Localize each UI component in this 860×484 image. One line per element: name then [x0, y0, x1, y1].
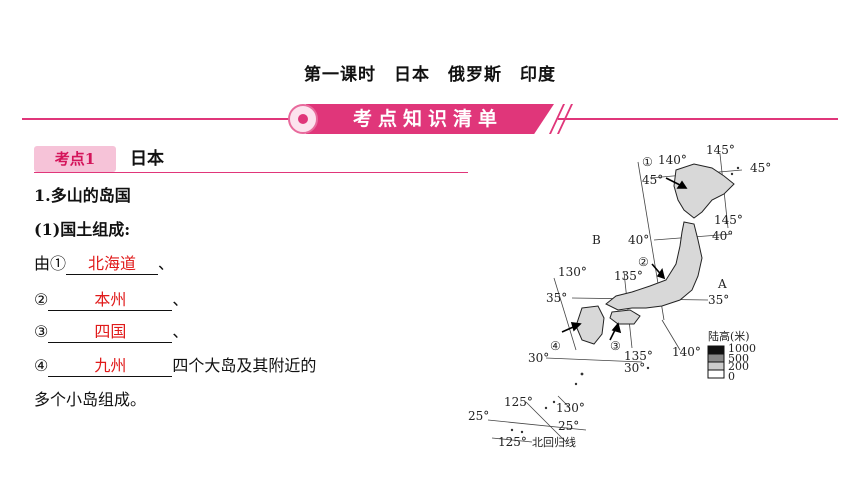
legend-level-1000: 1000: [728, 342, 756, 355]
legend-level-0: 0: [728, 370, 735, 383]
kyushu-shape: [575, 305, 605, 345]
label-lat25-left: 25°: [468, 409, 489, 423]
label-lat40-right: 40°: [712, 229, 733, 243]
label-lat30-mid: 30°: [624, 361, 645, 375]
elevation-legend: 陆高(米) 1000 500 200 0: [707, 329, 756, 383]
label-b: B: [592, 233, 601, 247]
item-suffix: 、: [172, 322, 189, 341]
label-tropic: 北回归线: [532, 435, 576, 449]
label-lon140-bottom: 140°: [672, 345, 701, 359]
legend-title: 陆高(米): [708, 329, 750, 343]
label-n1: ①: [642, 155, 653, 169]
label-lon145-top: 145°: [706, 143, 735, 157]
label-lat35-left: 35°: [546, 291, 567, 305]
section-heading: 1.多山的岛国: [34, 186, 131, 205]
section-banner: [306, 104, 554, 134]
answer-blank: 本州: [48, 289, 173, 311]
label-lon145-mid: 145°: [714, 213, 743, 227]
sub-heading: (1)国土组成:: [34, 220, 131, 239]
label-lon135-bottom: 135°: [624, 349, 653, 363]
point-title: 日本: [130, 149, 164, 169]
item-prefix: ②: [34, 290, 49, 309]
item-suffix: 四个大岛及其附近的: [172, 356, 317, 375]
label-a: A: [717, 277, 727, 291]
tropic-line: [491, 437, 533, 443]
label-lon125: 125°: [504, 395, 533, 409]
legend-level-500: 500: [728, 352, 749, 365]
answer-blank: 北海道: [66, 253, 159, 275]
label-lat30-left: 30°: [528, 351, 549, 365]
banner-line-left: [22, 118, 290, 120]
item-suffix: 、: [158, 254, 175, 273]
banner-line-right: [558, 118, 838, 120]
meridian-125: [525, 401, 567, 443]
item-prefix: ③: [34, 322, 49, 341]
label-lon130: 130°: [558, 265, 587, 279]
label-lat40-left: 40°: [628, 233, 649, 247]
answer-blank: 九州: [48, 355, 173, 377]
point-tag: 考点1: [34, 146, 116, 172]
label-lat25-right: 25°: [558, 419, 579, 433]
lesson-title: 第一课时 日本 俄罗斯 印度: [304, 65, 556, 85]
legend-level-200: 200: [728, 360, 749, 373]
label-lon135: 135°: [614, 269, 643, 283]
continuation-text: 多个小岛组成。: [34, 390, 147, 409]
meridian-140-lower: [661, 319, 681, 351]
parallel-25: [487, 419, 587, 431]
item-suffix: 、: [172, 290, 189, 309]
banner-title: 考点知识清单: [352, 108, 503, 130]
label-n4: ④: [550, 339, 561, 353]
meridian-130: [553, 277, 577, 351]
label-lon140-top: 140°: [658, 153, 687, 167]
label-n2: ②: [638, 255, 649, 269]
shikoku-shape: [609, 309, 641, 325]
label-lon130-bottom: 130°: [556, 401, 585, 415]
label-lat45-right: 45°: [750, 161, 771, 175]
meridian-130-south: [557, 395, 571, 409]
item-prefix: 由①: [34, 254, 67, 273]
hokkaido-shape: [673, 163, 735, 219]
japan-map: ① 140° 145° 45° 45° 145° B 40° 40° ② 130…: [468, 143, 771, 449]
label-lat35-right: 35°: [708, 293, 729, 307]
label-n3: ③: [610, 339, 621, 353]
point-underline: [34, 172, 468, 173]
item-prefix: ④: [34, 356, 49, 375]
label-lon125-bottom: 125°: [498, 435, 527, 449]
label-lat45-left: 45°: [642, 173, 663, 187]
honshu-shape: [605, 221, 703, 311]
parallel-30: [545, 357, 643, 363]
answer-blank: 四国: [48, 321, 173, 343]
banner-circle-icon: [288, 104, 318, 134]
